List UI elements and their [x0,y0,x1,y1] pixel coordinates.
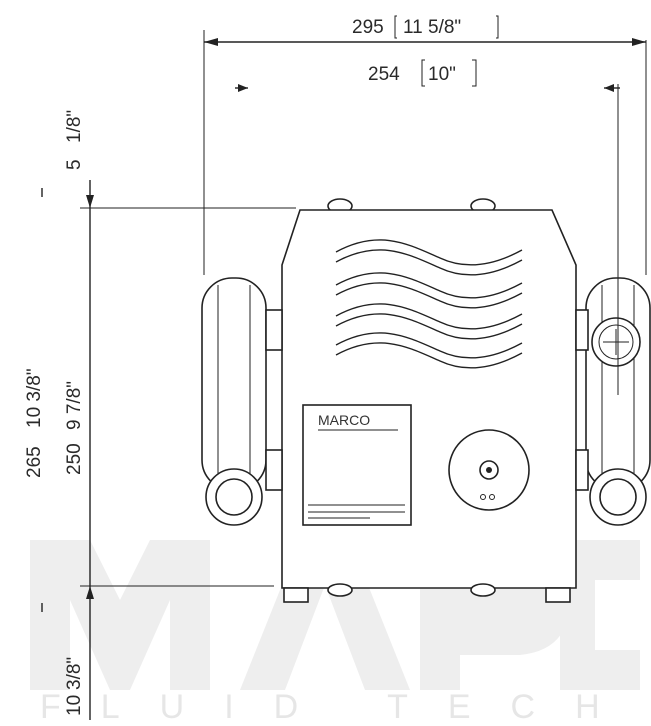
knob-dot [486,467,492,473]
indicator-led [489,494,495,500]
bracket-open [394,15,397,39]
bracket [575,449,589,491]
dimension-top-offset: 5 1/8" [64,110,85,170]
vent-slot [335,332,523,359]
watermark-subtext: FLUID TECH [40,688,640,726]
height-body-value: 250 [64,443,85,475]
vent-slots [335,239,523,369]
height-body-inch: 9 7/8" [64,381,85,430]
bracket-close [472,59,477,87]
arrowhead [86,195,94,208]
bracket [265,449,283,491]
pump-head-left [201,277,283,526]
fitting-inner [599,478,637,516]
top-offset-inch: 1/8" [64,110,85,143]
fitting-inner [215,478,253,516]
vent-slot [335,303,523,330]
vent-slot [335,272,523,299]
bottom-offset-inch: 3/8" [64,657,85,690]
height-total-value: 265 [24,446,45,478]
dimension-height-total: 265 10 3/8" [24,368,45,478]
bracket-close [496,15,499,39]
bottom-offset-value: 10 [64,695,85,716]
housing [281,209,577,589]
dimension-bottom-offset: 10 3/8" [64,657,85,716]
vent-slot [335,282,523,309]
dimension-vertical-lines [41,180,296,720]
pump-head-right [575,277,651,526]
bracket-open [421,59,425,87]
vent-slot [335,239,523,266]
height-total-inch: 10 3/8" [24,368,45,428]
vent-slot [335,313,523,340]
width-mount-value: 254 [368,64,400,85]
arrowhead [238,84,248,92]
vent-slot [335,249,523,276]
dimension-height-body: 250 9 7/8" [64,381,85,475]
arrowhead [632,38,646,46]
bottom-foot-left [283,587,309,603]
width-total-inch: 11 5/8" [403,17,461,38]
arrowhead [86,586,94,599]
bottom-foot-right [545,587,571,603]
gauge-face [598,324,634,360]
top-offset-value: 5 [64,159,85,170]
vent-slot [335,342,523,369]
bracket [265,309,283,351]
pump-device: MARCO [201,198,651,603]
bottom-knob-right [470,583,496,597]
arrowhead [204,38,218,46]
pump-cylinder [201,277,267,491]
width-mount-inch: 10" [428,64,456,85]
arrowhead [604,84,614,92]
indicator-led [480,494,486,500]
dimension-width-total: 295 11 5/8" [203,15,647,275]
dimension-width-mount: 254 10" [235,59,620,395]
panel-logo: MARCO [318,412,370,428]
bracket [575,309,589,351]
width-total-value: 295 [352,17,384,38]
control-knob [448,429,530,511]
bottom-knob-left [327,583,353,597]
